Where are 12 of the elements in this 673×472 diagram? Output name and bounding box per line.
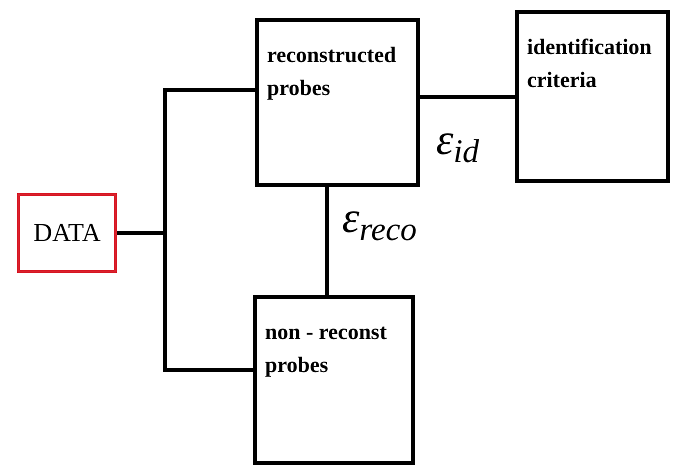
box-label: non - reconst probes <box>265 318 388 379</box>
connector-line <box>325 187 329 295</box>
process-box <box>253 295 415 465</box>
connector-line <box>420 95 515 99</box>
process-box <box>255 18 420 187</box>
box-label: reconstructed probes <box>267 41 398 102</box>
data-box <box>17 193 117 273</box>
box-label: identification criteria <box>527 33 653 94</box>
edge-label: ε$_{id}$ <box>436 118 480 162</box>
box-label: DATA <box>33 216 101 249</box>
process-box <box>515 10 670 183</box>
edge-label: ε$_{reco}$ <box>342 196 417 240</box>
